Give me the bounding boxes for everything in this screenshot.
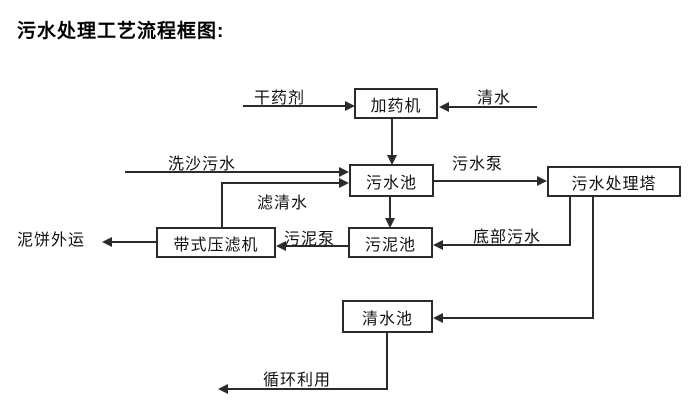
edge-bottom-sewage-vline (569, 197, 571, 246)
edge-filtered-water-hline (221, 182, 341, 184)
edge-label-sand-wash: 洗沙污水 (168, 156, 237, 173)
edge-label-bottom-sewage: 底部污水 (473, 229, 542, 246)
edge-label-filtered-water: 滤清水 (257, 195, 309, 212)
edge-tower-to-clear-hline (443, 317, 594, 319)
edge-recycle-vline (386, 333, 388, 390)
edge-label-sewage-pump: 污水泵 (452, 156, 504, 173)
arrowhead-left-icon (433, 313, 443, 323)
node-treatment-tower: 污水处理塔 (547, 166, 681, 197)
arrowhead-right-icon (537, 176, 547, 186)
node-belt-filter-press: 带式压滤机 (156, 227, 276, 258)
edge-dry-agent-line (243, 105, 346, 107)
edge-sewage-to-sludge-line (389, 197, 391, 219)
node-dosing-machine: 加药机 (354, 88, 438, 119)
arrowhead-down-icon (387, 155, 397, 165)
arrowhead-right-icon (339, 167, 349, 177)
edge-dosing-to-sewage-line (391, 119, 393, 156)
page-title: 污水处理工艺流程框图: (17, 21, 225, 42)
edge-tower-to-clear-vline (592, 197, 594, 319)
arrowhead-left-icon (276, 241, 286, 251)
node-sludge-pool: 污泥池 (348, 227, 433, 258)
arrowhead-left-icon (218, 384, 228, 394)
node-clear-water-pool: 清水池 (342, 300, 433, 333)
edge-sewage-pump-line (434, 180, 538, 182)
arrowhead-right-icon (345, 101, 355, 111)
edge-clean-water-line (449, 106, 537, 108)
edge-label-dry-agent: 干药剂 (254, 90, 306, 107)
arrowhead-left-icon (433, 240, 443, 250)
edge-label-clean-water: 清水 (477, 90, 512, 107)
edge-bottom-sewage-hline (443, 244, 571, 246)
edge-label-recycle-use: 循环利用 (263, 372, 332, 389)
arrowhead-down-icon (385, 218, 395, 228)
node-sewage-pool: 污水池 (349, 164, 434, 197)
edge-label-mud-cake: 泥饼外运 (17, 232, 86, 249)
edge-mud-cake-line (112, 241, 156, 243)
arrowhead-left-icon (439, 102, 449, 112)
arrowhead-left-icon (102, 237, 112, 247)
arrowhead-right-icon (339, 178, 349, 188)
edge-sand-wash-line (125, 171, 341, 173)
edge-sludge-pump-line (286, 245, 348, 247)
edge-filtered-water-vline (221, 183, 223, 227)
edge-label-sludge-pump: 污泥泵 (284, 231, 336, 248)
edge-recycle-hline (228, 388, 388, 390)
